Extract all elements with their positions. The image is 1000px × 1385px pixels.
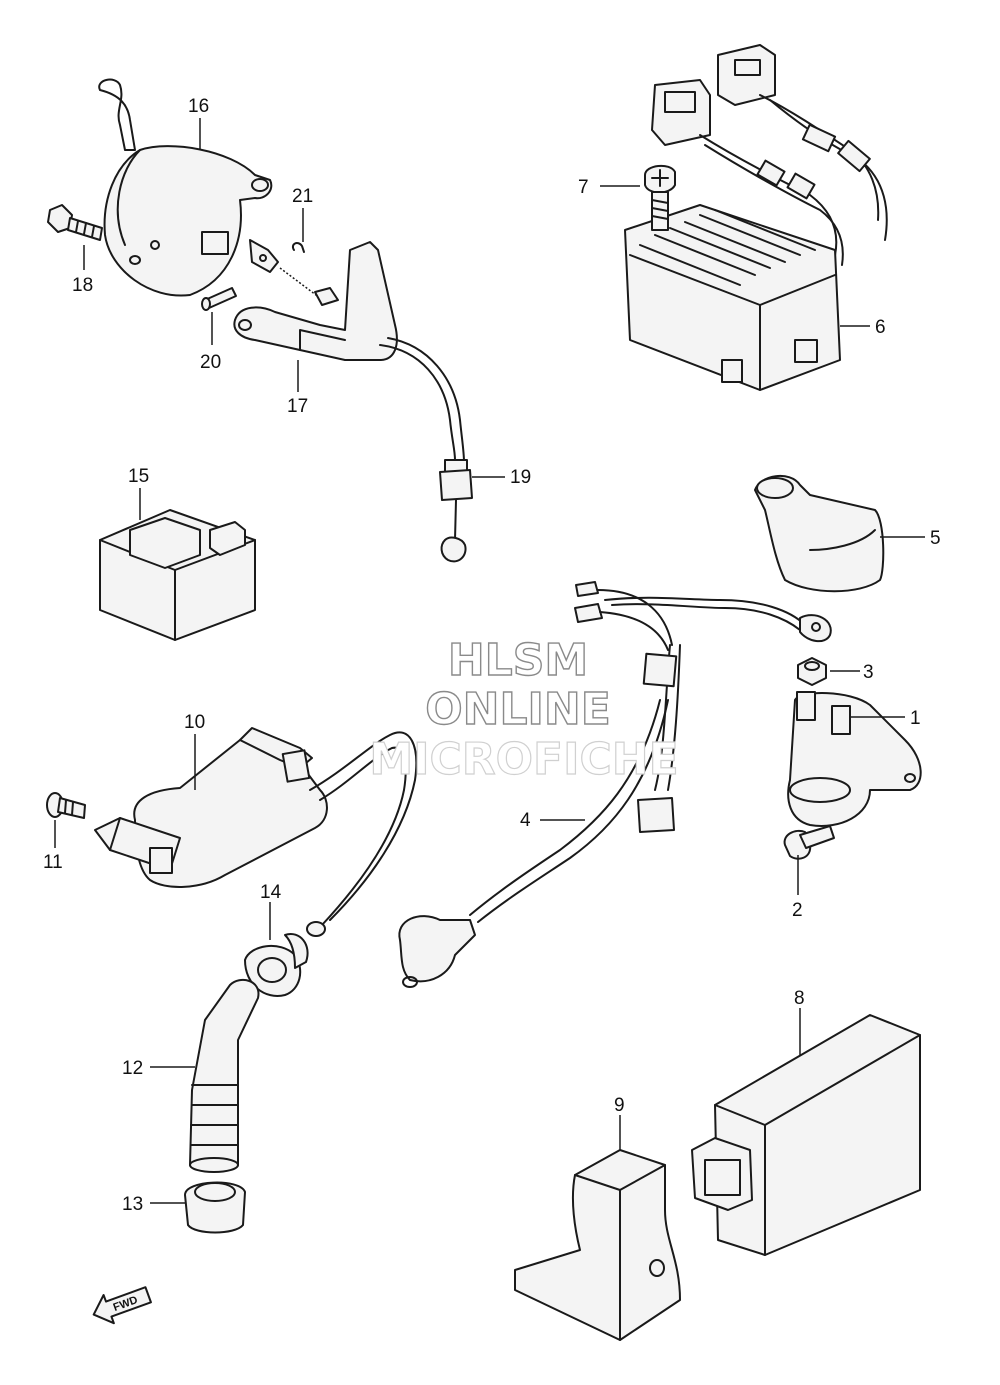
callout-3: 3 <box>863 662 874 683</box>
callout-14: 14 <box>260 882 282 903</box>
callout-12: 12 <box>122 1058 143 1079</box>
callout-5: 5 <box>930 528 941 549</box>
callout-18: 18 <box>72 275 93 296</box>
part-3-nut[interactable] <box>797 657 827 686</box>
watermark-line-1: HLSM <box>448 635 588 686</box>
callout-labels: 16 18 21 20 17 19 7 6 15 5 3 1 2 4 10 11… <box>43 96 941 1215</box>
watermark-line-3: MICROFICHE <box>369 734 678 785</box>
part-13-boot[interactable] <box>184 1181 246 1234</box>
part-12-plug-cap[interactable] <box>189 978 260 1173</box>
part-14-seal[interactable] <box>244 933 309 997</box>
part-15-relay[interactable] <box>99 509 256 641</box>
part-9-bracket[interactable] <box>514 1149 681 1341</box>
part-8-cdi-unit[interactable] <box>691 1014 921 1256</box>
watermark-line-2: ONLINE <box>425 684 611 735</box>
callout-6: 6 <box>875 317 886 338</box>
watermark: HLSM ONLINE MICROFICHE <box>369 634 680 785</box>
callout-7: 7 <box>578 177 589 198</box>
part-17-bracket[interactable] <box>233 241 398 361</box>
callout-13: 13 <box>122 1194 143 1215</box>
callout-9: 9 <box>614 1095 625 1116</box>
part-16-pickup-coil[interactable] <box>98 78 273 297</box>
part-7-screw[interactable] <box>644 164 676 231</box>
part-1-starter-relay[interactable] <box>787 691 922 827</box>
part-6-regulator[interactable] <box>624 44 888 391</box>
callout-2: 2 <box>792 900 803 921</box>
part-10-ignition-coil[interactable] <box>94 727 418 937</box>
part-2-bolt[interactable] <box>783 825 835 860</box>
part-5-cap[interactable] <box>754 474 885 593</box>
callout-4: 4 <box>520 810 531 831</box>
part-18-bolt[interactable] <box>47 204 103 241</box>
part-20-pin[interactable] <box>201 287 237 311</box>
part-4-harness[interactable] <box>398 581 832 988</box>
callout-20: 20 <box>200 352 221 373</box>
callout-15: 15 <box>128 466 149 487</box>
callout-16: 16 <box>188 96 209 117</box>
callout-8: 8 <box>794 988 805 1009</box>
fwd-arrow-icon: FWD <box>92 1286 152 1325</box>
callout-21: 21 <box>292 186 313 207</box>
part-21-clip[interactable] <box>249 239 321 299</box>
part-11-screw[interactable] <box>46 792 86 819</box>
callout-1: 1 <box>910 708 921 729</box>
callout-17: 17 <box>287 396 308 417</box>
callout-11: 11 <box>43 852 63 873</box>
leader-lines <box>54 118 925 1204</box>
part-19-sensor-lead[interactable] <box>314 287 473 563</box>
callout-19: 19 <box>510 467 531 488</box>
callout-10: 10 <box>184 712 205 733</box>
